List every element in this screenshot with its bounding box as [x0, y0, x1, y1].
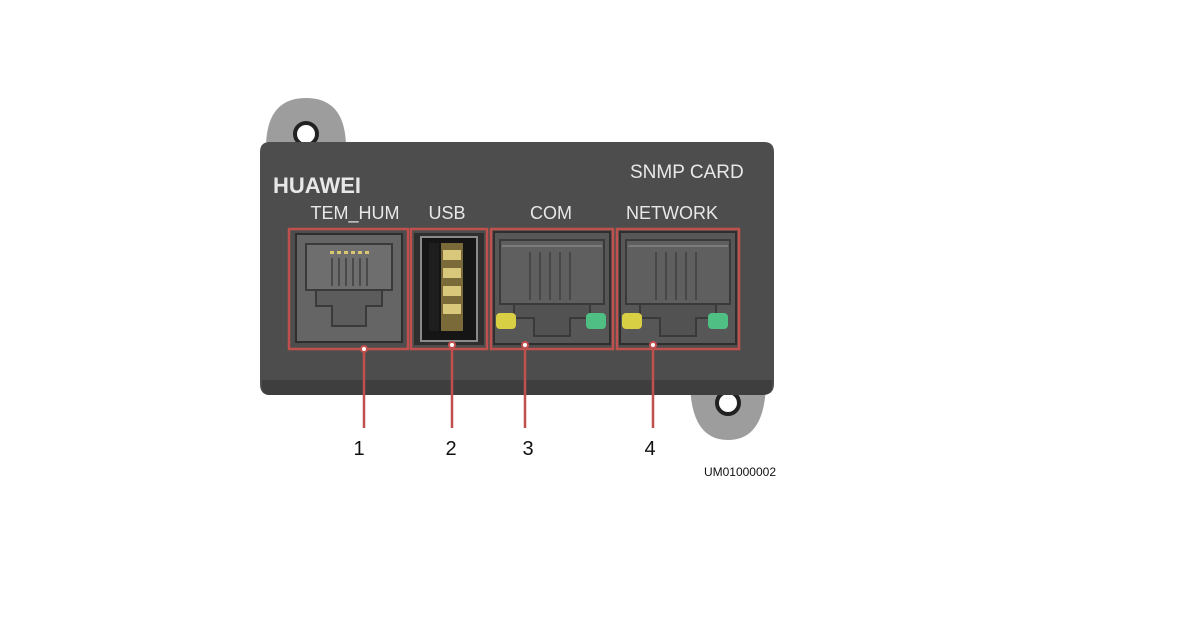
usb-port [414, 233, 484, 345]
callout-number-3: 3 [522, 438, 533, 460]
port-label-usb: USB [428, 203, 465, 223]
network-right-led-icon [708, 313, 728, 329]
brand-logo: HUAWEI [273, 173, 361, 198]
leader-lines [362, 345, 655, 428]
callout-number-4: 4 [644, 438, 655, 460]
tem-hum-contact-pins [330, 251, 369, 254]
network-left-led-icon [622, 313, 642, 329]
leader-dot-3 [521, 341, 529, 349]
callout-number-2: 2 [445, 438, 456, 460]
network-port [619, 231, 737, 345]
com-right-led-icon [586, 313, 606, 329]
com-port [493, 231, 611, 345]
port-label-network: NETWORK [626, 203, 718, 223]
usb-contacts [443, 250, 461, 314]
leader-dots [360, 341, 657, 353]
port-label-com: COM [530, 203, 572, 223]
tem-hum-port [295, 233, 403, 343]
figure-id: UM01000002 [704, 465, 776, 479]
callout-box-2 [409, 227, 489, 351]
leader-dot-2 [448, 341, 456, 349]
callout-number-1: 1 [353, 438, 364, 460]
leader-dot-1 [360, 345, 368, 353]
callout-box-1 [287, 227, 410, 351]
com-left-led-icon [496, 313, 516, 329]
card-bottom-shade [262, 380, 772, 395]
callout-box-4 [615, 227, 741, 351]
bottom-right-screw-hole-icon [715, 390, 741, 416]
callout-box-3 [489, 227, 615, 351]
leader-dot-4 [649, 341, 657, 349]
port-label-tem-hum: TEM_HUM [311, 203, 400, 224]
callout-boxes [287, 227, 741, 351]
top-left-screw-hole-icon [293, 121, 319, 147]
card-model-label: SNMP CARD [630, 162, 744, 183]
top-left-mounting-ear [266, 98, 346, 148]
